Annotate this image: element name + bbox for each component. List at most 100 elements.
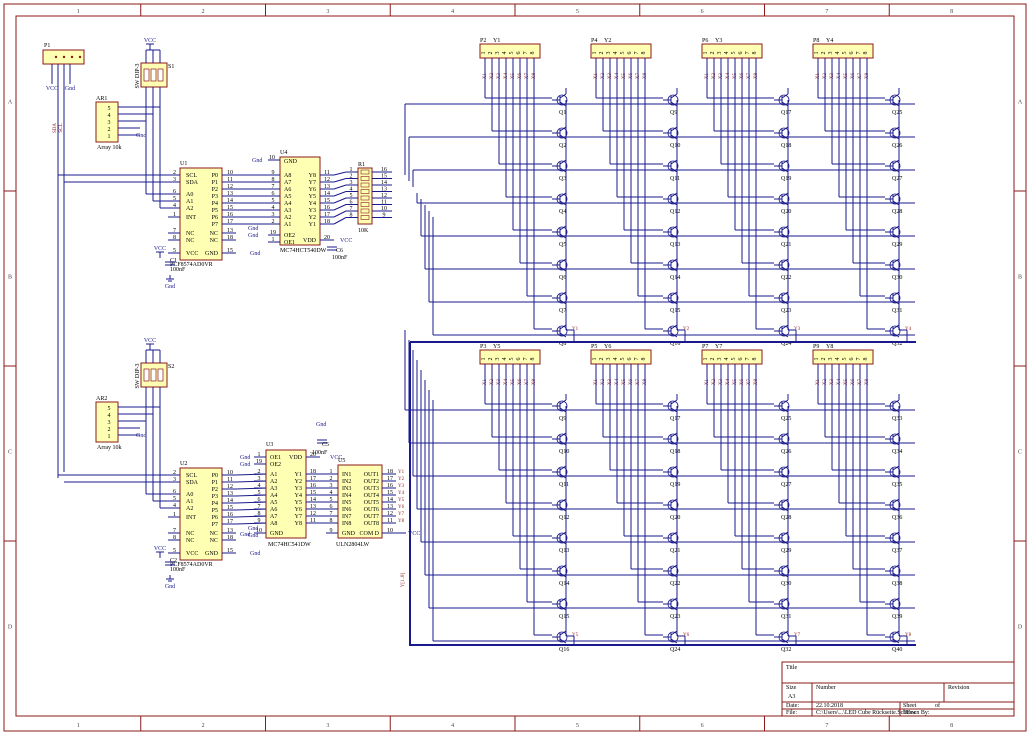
header-pin: 4 — [724, 358, 730, 361]
zone-col-top: 4 — [451, 9, 454, 15]
transistor-collector — [559, 225, 567, 231]
pin-header — [701, 43, 763, 59]
pin-name: SCL — [186, 173, 197, 179]
connector-pin — [54, 55, 58, 59]
tb-sheet-label: Sheet — [903, 703, 917, 709]
transistor-ref: Q19 — [670, 482, 680, 488]
pin-name: OUT5 — [364, 500, 379, 506]
header-ref: P2 — [480, 38, 486, 44]
header-pin: 4 — [835, 358, 841, 361]
header-pin: 4 — [835, 52, 841, 55]
pin-number: 6 — [258, 497, 261, 503]
header-pin: 2 — [599, 358, 605, 361]
pin-name: P5 — [212, 208, 218, 214]
transistor-collector — [892, 126, 900, 132]
pin-number: 9 — [330, 528, 333, 534]
pin-name: P3 — [212, 194, 218, 200]
gnd-label: Gnd — [65, 86, 75, 92]
uln-part: ULN2804LW — [336, 542, 370, 548]
wire — [333, 184, 347, 190]
array-ref: AR1 — [96, 96, 107, 102]
pin-number: 2 — [330, 476, 333, 482]
transistor-collector — [892, 159, 900, 165]
transistor-ref: Q27 — [892, 176, 902, 182]
pin-number: 12 — [227, 184, 233, 190]
zone-row-left: D — [8, 625, 13, 631]
resistor-element — [360, 215, 370, 220]
transistor-ref: Q25 — [892, 110, 902, 116]
column-net: Y4 — [905, 327, 912, 332]
column-net: Y5 — [572, 633, 579, 638]
transistor-ref: Q2 — [559, 143, 566, 149]
transistor-ref: Q34 — [892, 449, 902, 455]
zone-col-top: 5 — [576, 9, 579, 15]
zone-col-top: 3 — [326, 9, 329, 15]
pin-number: 7 — [173, 228, 176, 234]
gnd-label: Gnd — [248, 233, 258, 239]
pin-number: 11 — [227, 477, 233, 483]
header-pin: 2 — [488, 52, 494, 55]
pin-name: GND — [270, 531, 284, 537]
pin-header — [590, 43, 652, 59]
transistor-ref: Q19 — [781, 176, 791, 182]
pin-name: OUT1 — [364, 472, 379, 478]
transistor-ref: Q14 — [670, 275, 680, 281]
pin-name: GND — [284, 159, 298, 165]
switch-ref: S1 — [168, 64, 174, 70]
column-net: Y6 — [683, 633, 690, 638]
gnd-label: Gnd — [136, 133, 146, 139]
pin-number: 4 — [350, 187, 353, 193]
array-value: Array 10k — [97, 445, 122, 451]
transistor-ref: Q28 — [892, 209, 902, 215]
wire — [333, 204, 347, 211]
pin-name: OUT8 — [364, 521, 379, 527]
transistor-collector — [781, 432, 789, 438]
header-ref: P7 — [702, 344, 708, 350]
pin-number: 20 — [324, 235, 330, 241]
pin-number: 13 — [310, 504, 316, 510]
zone-col-top: 2 — [202, 9, 205, 15]
transistor-ref: Q18 — [670, 449, 680, 455]
header-pin: 3 — [495, 52, 501, 55]
transistor-collector — [670, 465, 678, 471]
pin-name: SCL — [186, 473, 197, 479]
pin-header — [812, 349, 874, 365]
pin-header — [479, 43, 541, 59]
header-pin: 8 — [752, 358, 758, 361]
pin-number: 3 — [258, 476, 261, 482]
pin-name: A0 — [186, 492, 193, 498]
pin-number: 13 — [381, 187, 387, 193]
pin-name: P2 — [212, 187, 218, 193]
pin-name: IN6 — [342, 507, 351, 513]
header-net-label: Y2 — [604, 38, 611, 44]
pin-number: 17 — [310, 476, 316, 482]
transistor-ref: Q14 — [559, 581, 569, 587]
transistor-ref: Q30 — [781, 581, 791, 587]
gnd-label: Gnd — [250, 251, 260, 257]
pin-number: 10 — [269, 155, 275, 161]
pin-number: 3 — [173, 477, 176, 483]
uln-ref: U5 — [338, 458, 345, 464]
pin-name: NC — [210, 231, 218, 237]
header-pin: 4 — [613, 358, 619, 361]
transistor-ref: Q7 — [559, 308, 566, 314]
gnd-label: Gnd — [252, 158, 262, 164]
transistor-ref: Q16 — [670, 341, 680, 347]
pin-number: 8 — [258, 511, 261, 517]
header-pin: 8 — [752, 52, 758, 55]
cap-ref: C2 — [170, 558, 177, 564]
pin-number: 14 — [227, 498, 233, 504]
transistor-collector — [892, 498, 900, 504]
array-value: Array 10k — [97, 145, 122, 151]
transistor-collector — [892, 564, 900, 570]
pin-number: 10 — [256, 528, 262, 534]
pin-name: P6 — [212, 215, 218, 221]
array-pin: 1 — [108, 134, 111, 140]
gnd-label: Gnd — [165, 584, 175, 590]
pin-name: GND — [342, 531, 356, 537]
transistor-collector — [892, 93, 900, 99]
pin-name: A5 — [270, 500, 277, 506]
transistor-ref: Q25 — [781, 416, 791, 422]
transistor-collector — [670, 399, 678, 405]
